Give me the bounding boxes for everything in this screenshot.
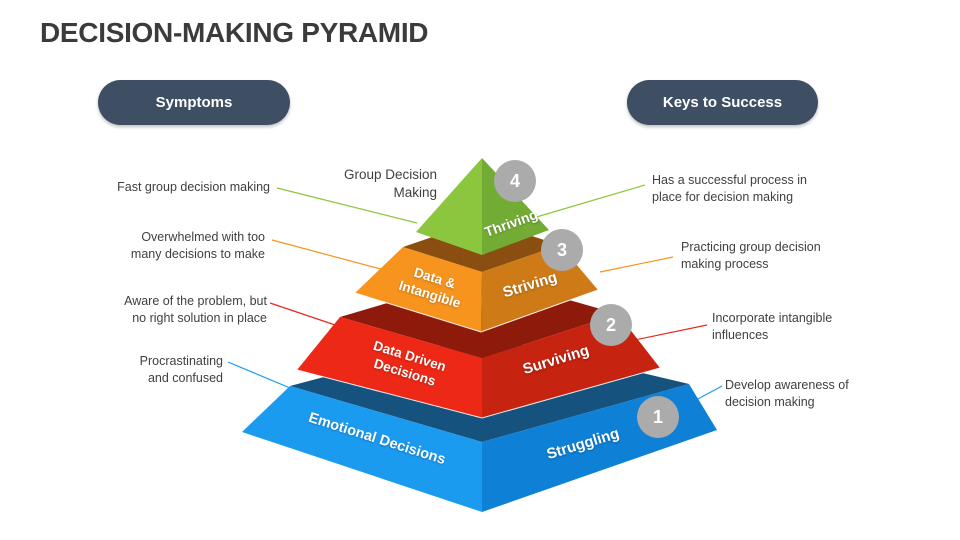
symptom-label-4: Fast group decision making (117, 180, 270, 194)
leader-line-key-4 (532, 184, 646, 219)
symptom-label-2: Aware of the problem, but no right solut… (124, 294, 267, 325)
key-label-2: Incorporate intangible influences (712, 311, 833, 342)
level-2-badge-circle (590, 304, 632, 346)
level-3-badge: 3 (541, 229, 583, 271)
level-2-3-seam (354, 289, 599, 333)
key-label-4: Has a successful process in place for de… (652, 173, 807, 204)
group-decision-making-label: Group Decision Making (343, 167, 437, 200)
symptoms-pill: Symptoms (98, 80, 290, 125)
leader-line-key-3 (599, 256, 674, 273)
level-1-badge: 1 (637, 396, 679, 438)
level-1-2-seam (296, 367, 661, 419)
leader-line-key-2 (624, 324, 708, 343)
key-label-1: Develop awareness of decision making (725, 378, 849, 409)
symptom-label-1: Procrastinating and confused (139, 354, 223, 385)
level-1-left-face (242, 386, 482, 512)
level-2-left-face (297, 317, 482, 418)
level-2-badge-number: 2 (606, 315, 616, 335)
leader-line-symptom-4 (276, 187, 418, 224)
level-4-badge-circle (494, 160, 536, 202)
leader-line-symptom-1 (227, 361, 291, 389)
keys-to-success-pill: Keys to Success (627, 80, 818, 125)
symptoms-pill-label: Symptoms (155, 94, 233, 111)
symptom-label-3: Overwhelmed with too many decisions to m… (130, 230, 265, 261)
level-1-badge-circle (637, 396, 679, 438)
level-4-left-face (416, 158, 482, 255)
key-label-3: Practicing group decision making process (681, 240, 821, 271)
level-4-badge-number: 4 (510, 171, 520, 191)
keys-to-success-pill-label: Keys to Success (662, 94, 783, 111)
level-3-badge-number: 3 (557, 240, 567, 260)
level-3-left-face (355, 247, 482, 332)
level-1-badge-number: 1 (653, 407, 663, 427)
level-2-badge: 2 (590, 304, 632, 346)
level-4-badge: 4 (494, 160, 536, 202)
level-3-badge-circle (541, 229, 583, 271)
leader-line-symptom-3 (271, 239, 389, 272)
page-title: DECISION-MAKING PYRAMID (40, 17, 429, 48)
